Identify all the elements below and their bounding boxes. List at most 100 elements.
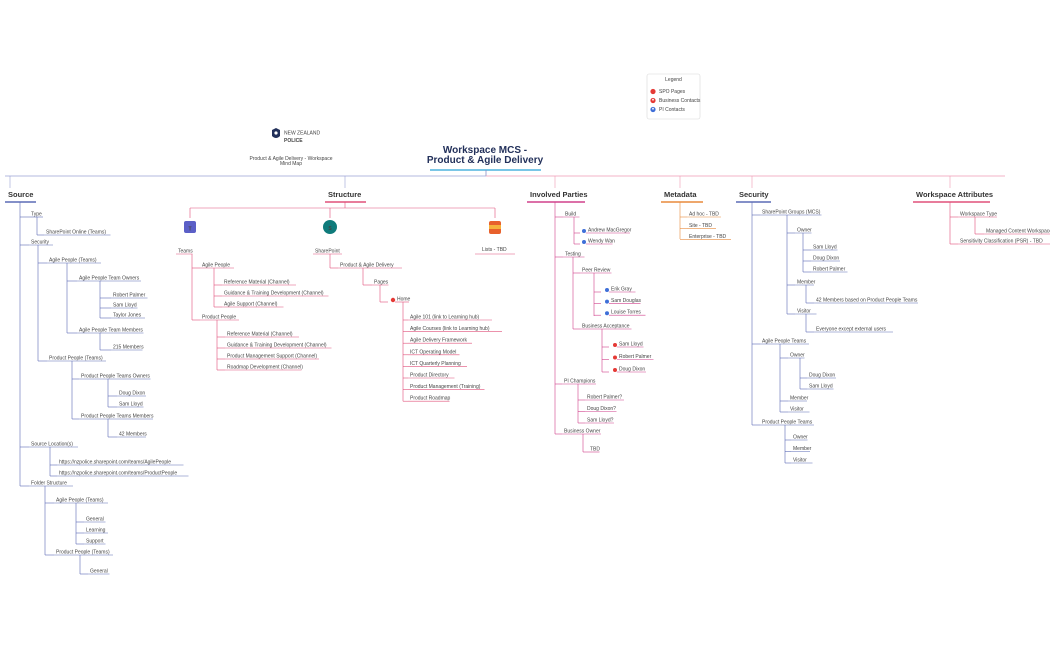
pi-contact-icon — [582, 229, 586, 233]
security-agile-teams: Agile People Teams — [762, 339, 807, 345]
sharepoint-pages: Pages — [374, 280, 389, 286]
source-locations-label: Source Location(s) — [31, 442, 73, 448]
pi-contact-icon — [605, 288, 609, 292]
product-channel: Guidance & Training Development (Channel… — [227, 343, 327, 349]
security-product-teams: Product People Teams — [762, 420, 813, 426]
structure-lists: Lists - TBD — [482, 247, 507, 253]
build-person: Wendy Wan — [588, 239, 615, 245]
agile-owners-label: Agile People Team Owners — [79, 276, 140, 282]
agile-channel: Guidance & Training Development (Channel… — [224, 291, 324, 297]
home-page: Home — [397, 297, 411, 303]
agile-people-teams: Agile People (Teams) — [49, 258, 97, 264]
security-spo-groups: SharePoint Groups (MCS) — [762, 210, 821, 216]
legend-box — [646, 73, 701, 120]
product-members-label: Product People Teams Members — [81, 414, 154, 420]
spo-owner: Doug Dixon — [813, 256, 839, 262]
spo-page: Agile Delivery Framework — [410, 338, 467, 344]
folder-agile-people: Agile People (Teams) — [56, 498, 104, 504]
metadata-item: Site - TBD — [689, 223, 712, 229]
product-channel: Roadmap Development (Channel) — [227, 365, 303, 371]
folder-structure-label: Folder Structure — [31, 481, 67, 487]
legend-item: Business Contacts — [659, 98, 701, 104]
pi-champion: Doug Dixon? — [587, 406, 616, 412]
source-security: Security — [31, 240, 50, 246]
branch-security: Security — [739, 190, 769, 199]
spo-visitor-value: Everyone except external users — [816, 327, 887, 333]
sensitivity-classification: Sensitivity Classification (PSR) - TBD — [960, 239, 1043, 245]
involved-testing: Testing — [565, 252, 581, 258]
folder-item: General — [90, 569, 108, 575]
person-icon — [652, 107, 654, 110]
product-teams-role: Member — [793, 446, 812, 452]
branch-involved-parties: Involved Parties — [530, 190, 588, 199]
branch-metadata: Metadata — [664, 190, 697, 199]
agile-teams-owner-name: Sam Lloyd — [809, 384, 833, 390]
peer-reviewer: Louise Torres — [611, 310, 641, 316]
source-type: Type — [31, 212, 42, 218]
agile-teams-member: Member — [790, 396, 809, 402]
pi-champion: Sam Lloyd? — [587, 418, 614, 424]
spo-page: ICT Quarterly Planning — [410, 361, 461, 367]
spo-member-value: 42 Members based on Product People Teams — [816, 298, 918, 304]
teams-icon-glyph: T — [188, 227, 191, 233]
sharepoint-icon — [323, 220, 337, 234]
pi-champion: Robert Palmer? — [587, 395, 622, 401]
spo-page: Product Management (Training) — [410, 384, 481, 390]
spo-owner: Robert Palmer — [813, 267, 846, 273]
business-contact-icon — [613, 343, 617, 347]
product-teams-role: Owner — [793, 435, 808, 441]
sharepoint-icon-glyph: S — [328, 226, 332, 232]
product-channel: Product Management Support (Channel) — [227, 354, 317, 360]
testing-peer-review: Peer Review — [582, 268, 611, 274]
source-location-url: https://nzpolice.sharepoint.com/teams/Ag… — [59, 460, 171, 466]
spo-member-label: Member — [797, 280, 816, 286]
spo-owner: Sam Lloyd — [813, 245, 837, 251]
legend-item: SPO Pages — [659, 89, 686, 95]
agile-teams-visitor: Visitor — [790, 407, 804, 413]
agile-members-label: Agile People Team Members — [79, 328, 143, 334]
connector-lines — [5, 169, 1050, 575]
spo-page: Product Directory — [410, 373, 449, 379]
folder-item: Support — [86, 539, 104, 545]
product-people-teams: Product People (Teams) — [49, 356, 103, 362]
person-icon — [652, 98, 654, 101]
lists-icon-stripe — [489, 225, 501, 229]
agile-owner: Robert Palmer — [113, 293, 146, 299]
involved-build: Build — [565, 212, 576, 218]
pi-contact-icon — [582, 240, 586, 244]
spo-visitor-label: Visitor — [797, 309, 811, 315]
legend-dot-icon — [650, 88, 656, 95]
workspace-type-label: Workspace Type — [960, 212, 997, 218]
agile-owner: Sam Lloyd — [113, 303, 137, 309]
source-type-value: SharePoint Online (Teams) — [46, 230, 106, 236]
folder-item: Learning — [86, 528, 106, 534]
product-teams-role: Visitor — [793, 458, 807, 464]
build-person: Andrew MacGregor — [588, 228, 632, 234]
agile-members-count: 215 Members — [113, 345, 144, 351]
peer-reviewer: Erik Gray — [611, 287, 632, 293]
product-owner: Sam Lloyd — [119, 402, 143, 408]
business-contact-icon — [613, 368, 617, 372]
legend-title: Legend — [665, 77, 682, 83]
pi-contact-icon — [605, 311, 609, 316]
business-acceptance-person: Sam Lloyd — [619, 342, 643, 348]
metadata-item: Enterprise - TBD — [689, 234, 727, 240]
sharepoint-site: Product & Agile Delivery — [340, 263, 394, 269]
product-channel: Reference Material (Channel) — [227, 332, 293, 338]
teams-agile-people: Agile People — [202, 263, 230, 269]
agile-teams-owner: Owner — [790, 353, 805, 359]
legend-item: PI Contacts — [659, 107, 685, 113]
police-logo — [272, 128, 280, 138]
folder-item: General — [86, 517, 104, 523]
spo-page: Agile Courses (link to Learning hub) — [410, 326, 490, 332]
metadata-item: Ad hoc - TBD — [689, 212, 719, 218]
branch-structure: Structure — [328, 190, 361, 199]
map-title-line2: Product & Agile Delivery — [427, 155, 544, 166]
folder-product-people: Product People (Teams) — [56, 550, 110, 556]
business-contact-icon — [613, 355, 617, 360]
map-title: Workspace MCS - — [443, 145, 527, 156]
agile-teams-owner-name: Doug Dixon — [809, 373, 835, 379]
product-members-count: 42 Members — [119, 432, 147, 438]
